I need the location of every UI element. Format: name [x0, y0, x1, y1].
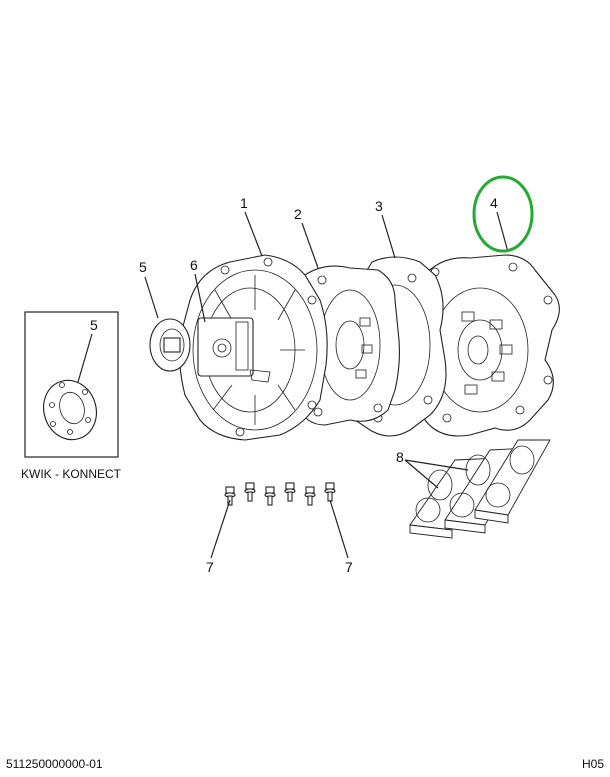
callout-7-left[interactable]: 7 — [206, 559, 214, 575]
inset-frame — [24, 311, 119, 458]
part-7-bolts[interactable] — [224, 482, 336, 506]
callouts: 1 2 3 4 5 6 5 7 7 8 — [90, 195, 498, 575]
bolt-4[interactable] — [284, 482, 296, 502]
bolt-6[interactable] — [324, 482, 336, 502]
callout-7-right[interactable]: 7 — [345, 559, 353, 575]
inset-kwik-konnect: KWIK - KONNECT — [21, 311, 122, 481]
callout-2[interactable]: 2 — [294, 206, 302, 222]
callout-3[interactable]: 3 — [375, 198, 383, 214]
bolt-2[interactable] — [244, 482, 256, 502]
part-6-adjuster[interactable] — [197, 317, 271, 383]
footer-part-number: 511250000000-01 — [6, 757, 103, 771]
callout-6[interactable]: 6 — [190, 257, 198, 273]
callout-5-inset[interactable]: 5 — [90, 317, 98, 333]
leader-lines — [77, 211, 509, 559]
callout-1[interactable]: 1 — [240, 195, 248, 211]
part-5-release-bearing[interactable] — [149, 318, 191, 372]
bolt-3[interactable] — [264, 486, 276, 506]
callout-4[interactable]: 4 — [490, 195, 498, 211]
callout-8[interactable]: 8 — [396, 449, 404, 465]
part-8-pads[interactable] — [409, 439, 551, 539]
callout-5[interactable]: 5 — [139, 259, 147, 275]
kwik-konnect-bearing[interactable] — [36, 373, 104, 446]
inset-caption: KWIK - KONNECT — [21, 467, 122, 481]
footer-page-code: H05 — [582, 757, 604, 771]
bolt-1[interactable] — [224, 486, 236, 506]
highlight-circle-callout-4 — [472, 175, 534, 253]
bolt-5[interactable] — [304, 486, 316, 506]
part-4-clutch-disc[interactable] — [409, 254, 560, 437]
